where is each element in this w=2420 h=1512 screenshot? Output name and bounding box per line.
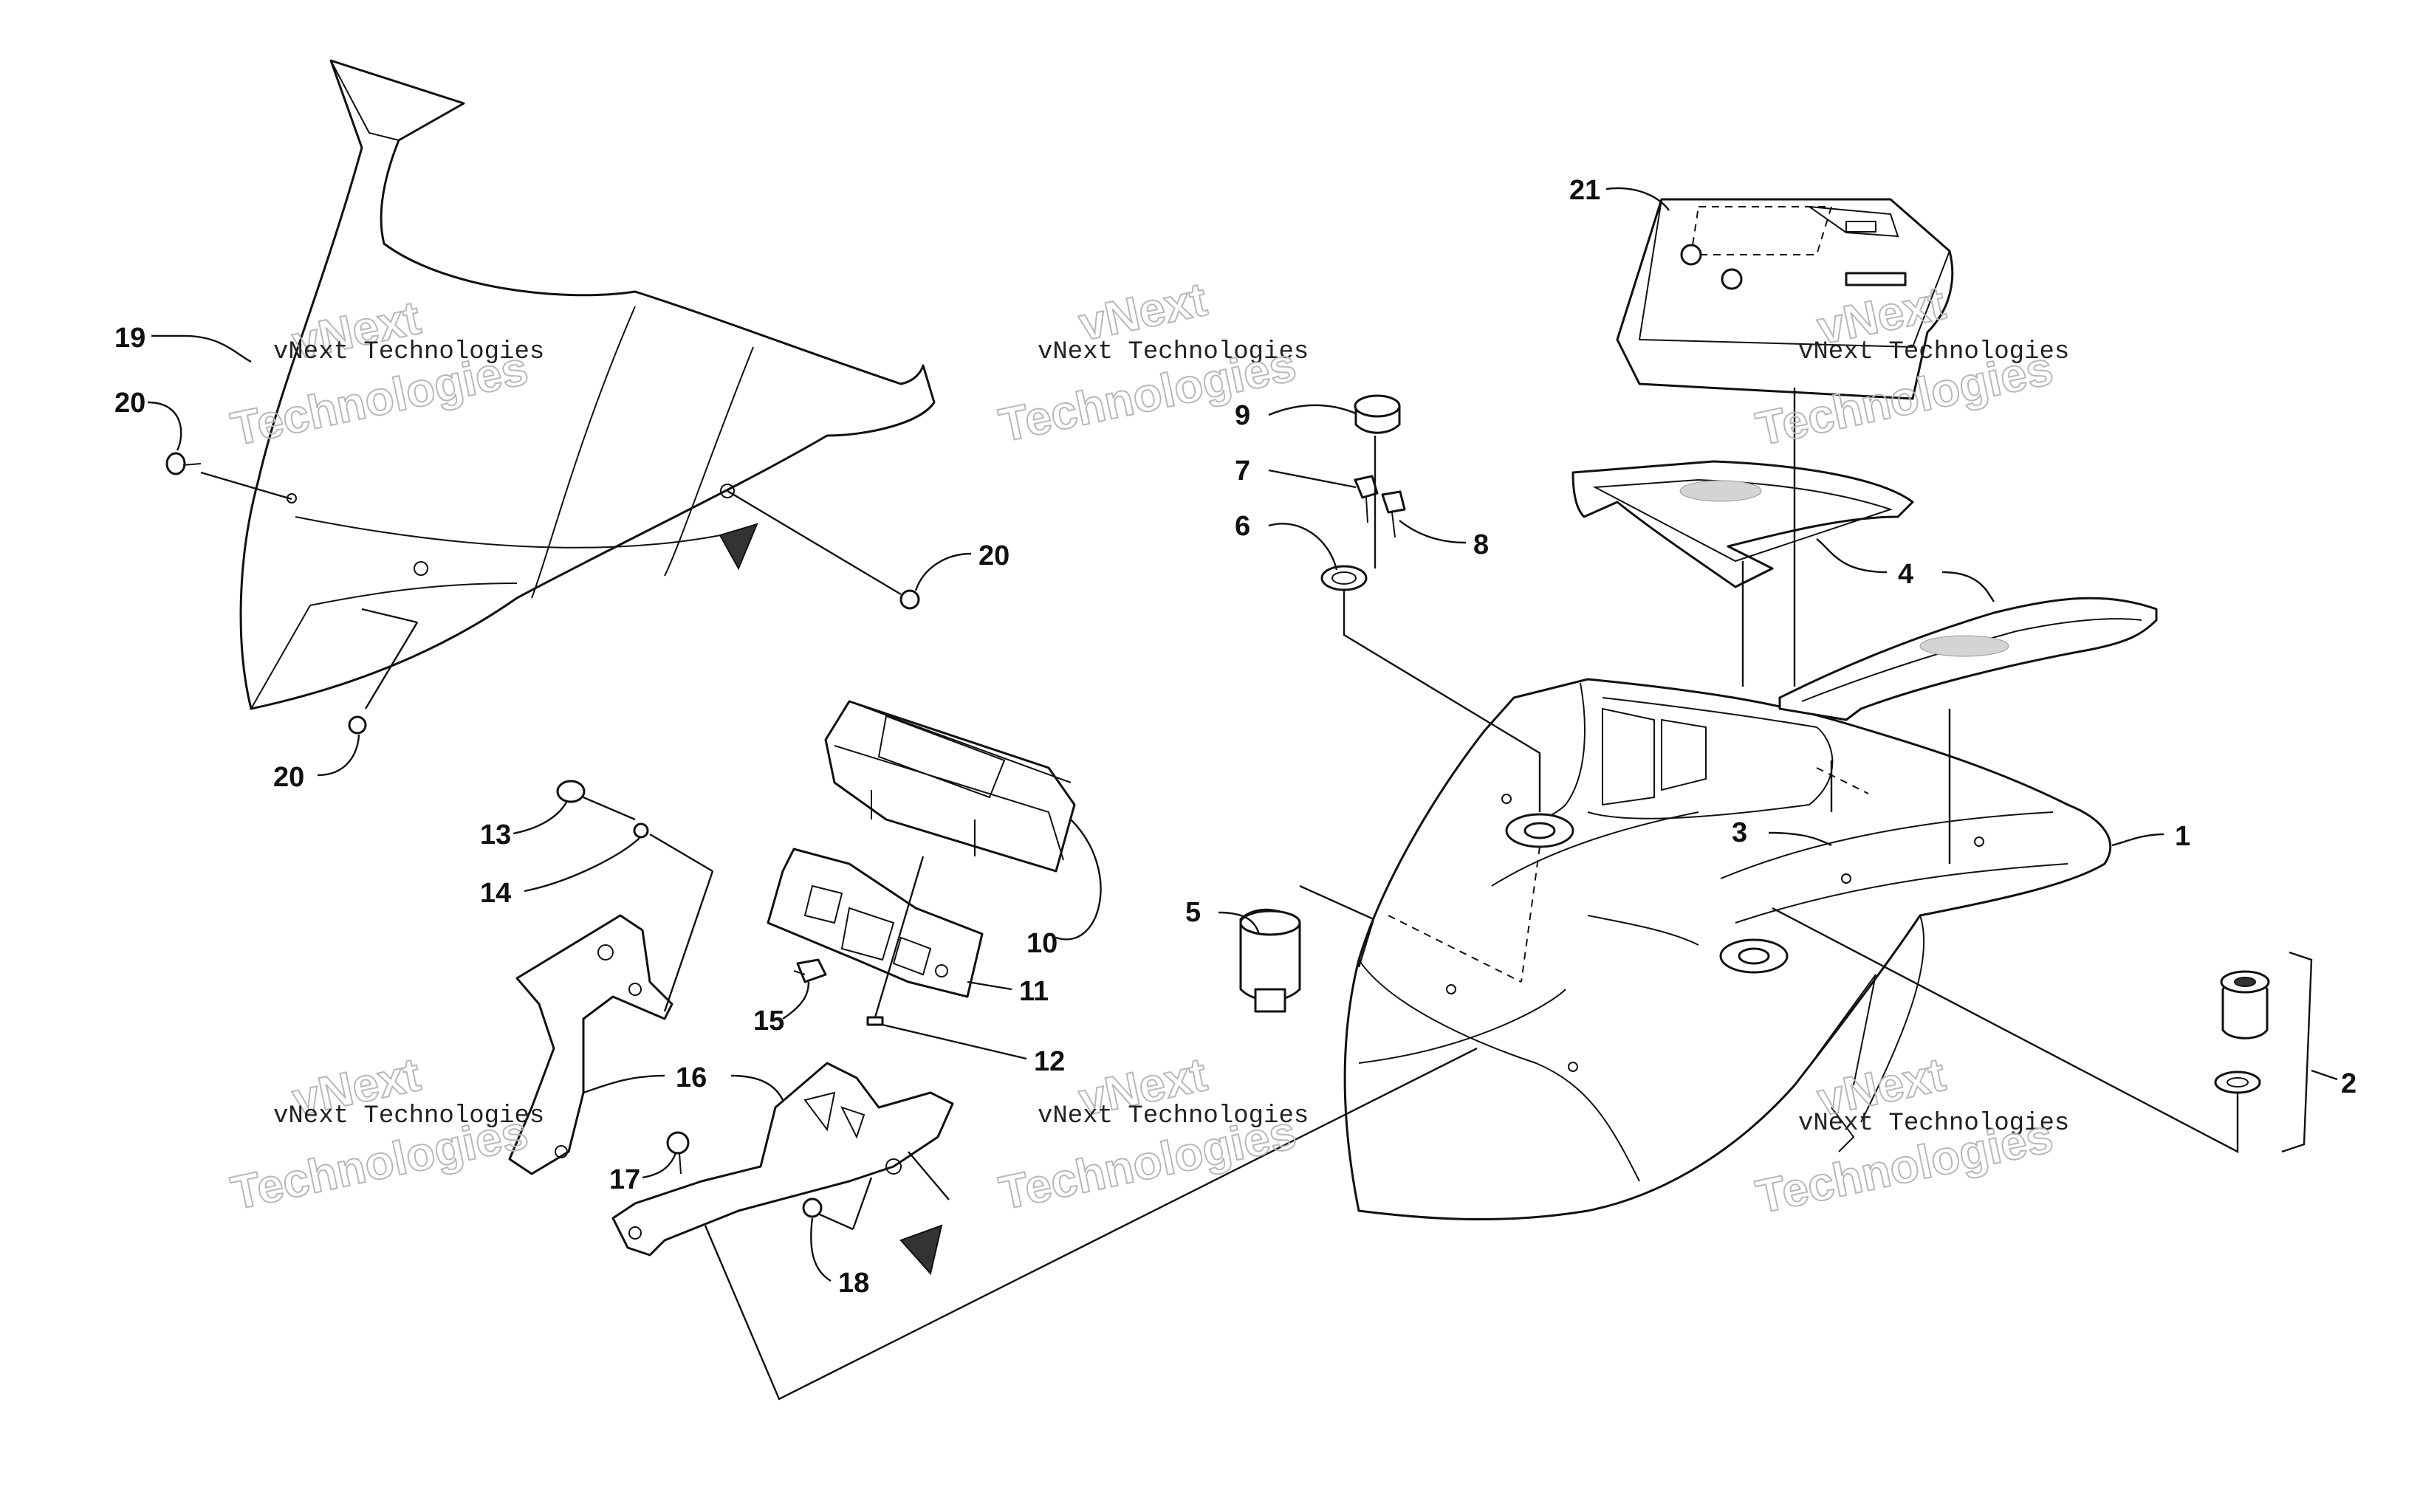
svg-text:vNext Technologies: vNext Technologies [1038,1102,1309,1130]
callout-20-right: 20 [978,540,1010,571]
callout-1: 1 [2175,821,2190,852]
callout-2: 2 [2341,1068,2356,1099]
callout-20-left: 20 [114,388,145,419]
bolt-icon [666,1131,690,1175]
callout-9: 9 [1235,400,1250,431]
svg-text:vNext Technologies: vNext Technologies [1038,338,1309,366]
callout-8: 8 [1473,529,1489,560]
callout-5: 5 [1185,897,1201,928]
speedometer-part [824,700,1076,873]
leader-lines [147,187,2338,1401]
svg-text:vNext Technologies: vNext Technologies [1798,338,2069,366]
support-bracket-left [508,914,673,1175]
callout-17: 17 [609,1164,640,1195]
callout-4: 4 [1898,559,1913,590]
callout-12: 12 [1034,1046,1065,1077]
callout-15: 15 [753,1006,784,1037]
washer-icon [802,1177,873,1231]
callout-6: 6 [1235,511,1250,542]
callout-7: 7 [1235,456,1250,487]
callout-16: 16 [676,1062,707,1093]
callout-10: 10 [1026,928,1058,959]
support-bracket-right [611,1062,954,1276]
mount-bracket-part [767,848,984,998]
screw-icon [165,452,292,501]
svg-text:vNext Technologies: vNext Technologies [273,1102,544,1130]
callout-21: 21 [1569,175,1600,206]
ignition-cap-icon [1354,394,1401,434]
bolt-icon [793,958,827,983]
svg-text:vNext Technologies: vNext Technologies [1798,1110,2069,1138]
callout-14: 14 [480,878,511,909]
callout-11: 11 [1019,976,1049,1007]
callout-13: 13 [480,819,511,850]
ignition-nut-icon [1320,565,1368,591]
key-icon [1381,490,1406,538]
washer-icon [348,608,419,735]
callout-labels: 1 2 3 4 5 6 7 8 9 10 11 12 13 14 15 16 1… [114,175,2356,1299]
dash-lens-left [1571,460,1914,588]
callout-19: 19 [114,323,145,354]
pin-icon [866,1016,884,1026]
ignition-switch-part [1239,908,1301,1013]
storage-box-part [1616,198,1954,400]
watermark-bottom-left: vNext vNext Technologies Technologies [226,1047,544,1220]
screw-icon [727,489,920,610]
hood-part [1343,678,2112,1221]
watermark-top-center: vNext vNext Technologies Technologies [994,272,1309,453]
nut-icon [633,822,714,1012]
windshield-part [239,59,936,710]
rubber-nut-icon [556,780,636,821]
dash-lens-right [1778,597,2158,721]
callout-18: 18 [838,1268,869,1299]
key-icon [1354,475,1379,523]
power-outlet-part [2214,970,2270,1094]
callout-3: 3 [1732,817,1747,848]
callout-20-bottom: 20 [273,762,304,793]
svg-text:vNext Technologies: vNext Technologies [273,338,544,366]
